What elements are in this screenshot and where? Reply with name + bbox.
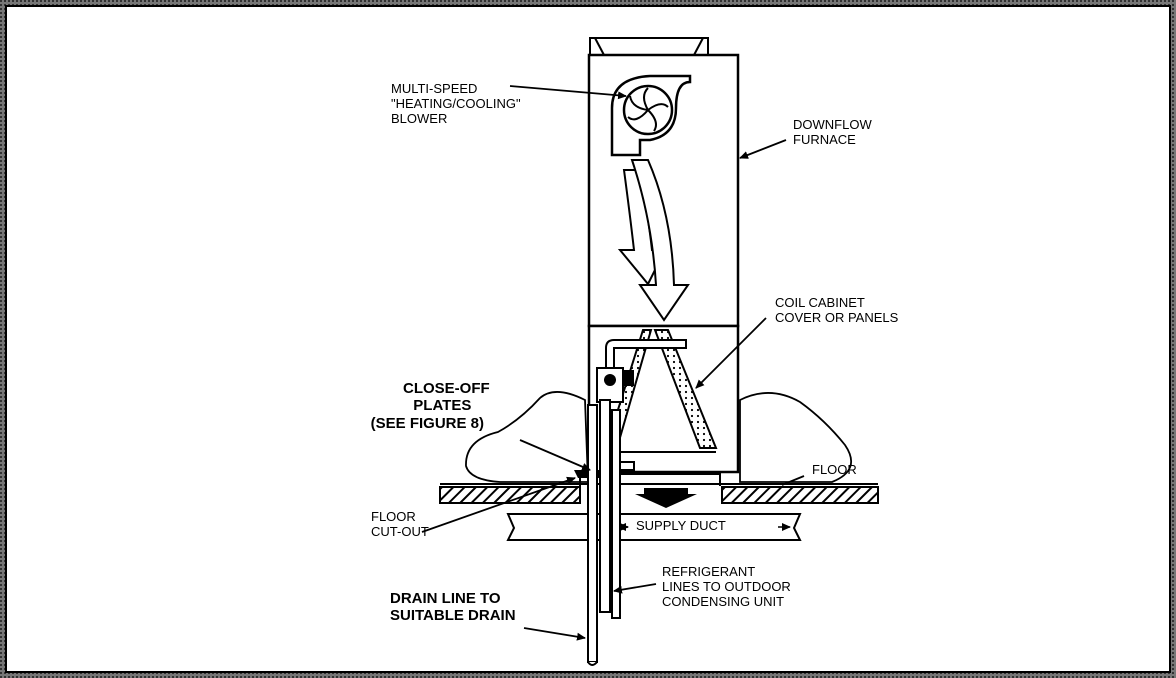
label-floor: FLOOR (812, 462, 857, 477)
leader-floor (781, 475, 805, 486)
leader-close-off (519, 439, 591, 471)
label-refrigerant: REFRIGERANT LINES TO OUTDOOR CONDENSING … (662, 564, 791, 609)
leader-cutout (421, 476, 576, 533)
label-close-off-plates: CLOSE-OFF PLATES (SEE FIGURE 8) (370, 380, 490, 432)
label-floor-cutout: FLOOR CUT-OUT (371, 509, 429, 539)
leader-furnace (739, 139, 787, 159)
leader-coil (695, 317, 767, 389)
furnace-top-cap (589, 37, 709, 56)
drain-line (587, 404, 598, 666)
leader-refrigerant (613, 583, 657, 594)
label-supply-duct: SUPPLY DUCT (634, 518, 728, 534)
airflow-arrow-main (630, 159, 690, 322)
leader-drain (523, 627, 586, 641)
label-blower: MULTI-SPEED "HEATING/COOLING" BLOWER (391, 81, 521, 126)
leader-blower (509, 85, 627, 100)
label-drain-line: DRAIN LINE TO SUITABLE DRAIN (390, 590, 516, 625)
refrigerant-lines (599, 399, 621, 619)
floor-right (721, 486, 879, 504)
insulation (465, 391, 589, 483)
a-coil-right (653, 329, 718, 449)
label-furnace: DOWNFLOW FURNACE (793, 117, 872, 147)
label-coil-cabinet: COIL CABINET COVER OR PANELS (775, 295, 899, 325)
supply-arrow (635, 488, 697, 508)
